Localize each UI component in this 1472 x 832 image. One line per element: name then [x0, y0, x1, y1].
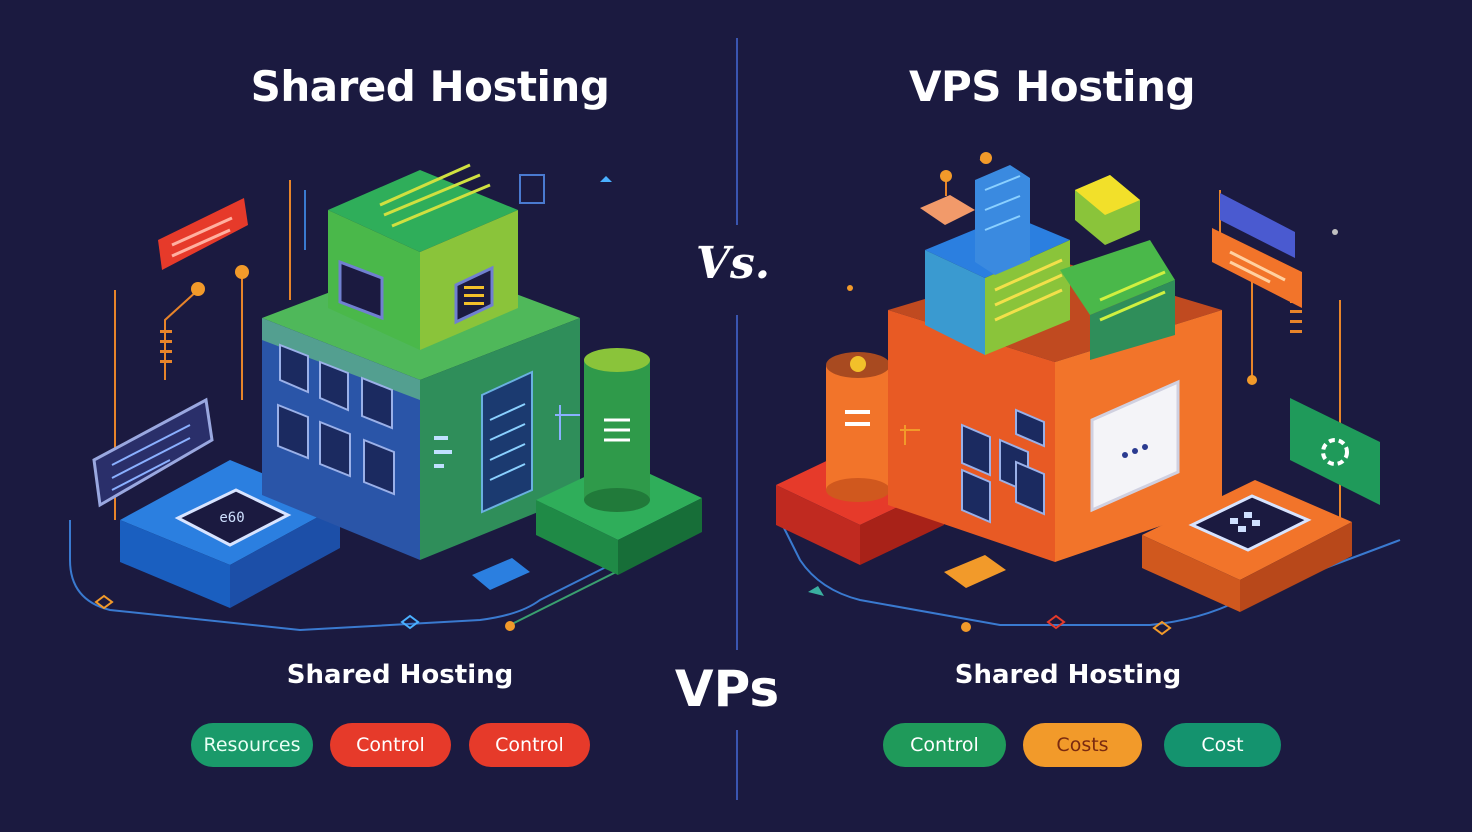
vs-label-top: Vs. [695, 238, 771, 289]
right-subtitle: Shared Hosting [954, 660, 1182, 690]
pill-control-right[interactable]: Control [883, 723, 1006, 767]
chip-icon [1188, 494, 1312, 552]
gear-icon [1290, 398, 1380, 505]
shared-hosting-title: Shared Hosting [250, 62, 610, 111]
vps-hosting-illustration [776, 152, 1401, 636]
svg-text:e60: e60 [219, 510, 244, 526]
chip-icon: e60 [174, 488, 292, 547]
left-subtitle: Shared Hosting [286, 660, 514, 690]
more-dots-icon [1090, 379, 1180, 513]
vps-hosting-title: VPS Hosting [908, 62, 1196, 111]
pill-cost[interactable]: Cost [1164, 723, 1281, 767]
pill-resources[interactable]: Resources [191, 723, 313, 767]
pill-costs[interactable]: Costs [1023, 723, 1142, 767]
pill-control-1[interactable]: Control [330, 723, 451, 767]
vs-label-bottom: VPs [674, 660, 780, 718]
pill-control-2[interactable]: Control [469, 723, 590, 767]
shared-hosting-illustration: e60 [69, 163, 702, 632]
